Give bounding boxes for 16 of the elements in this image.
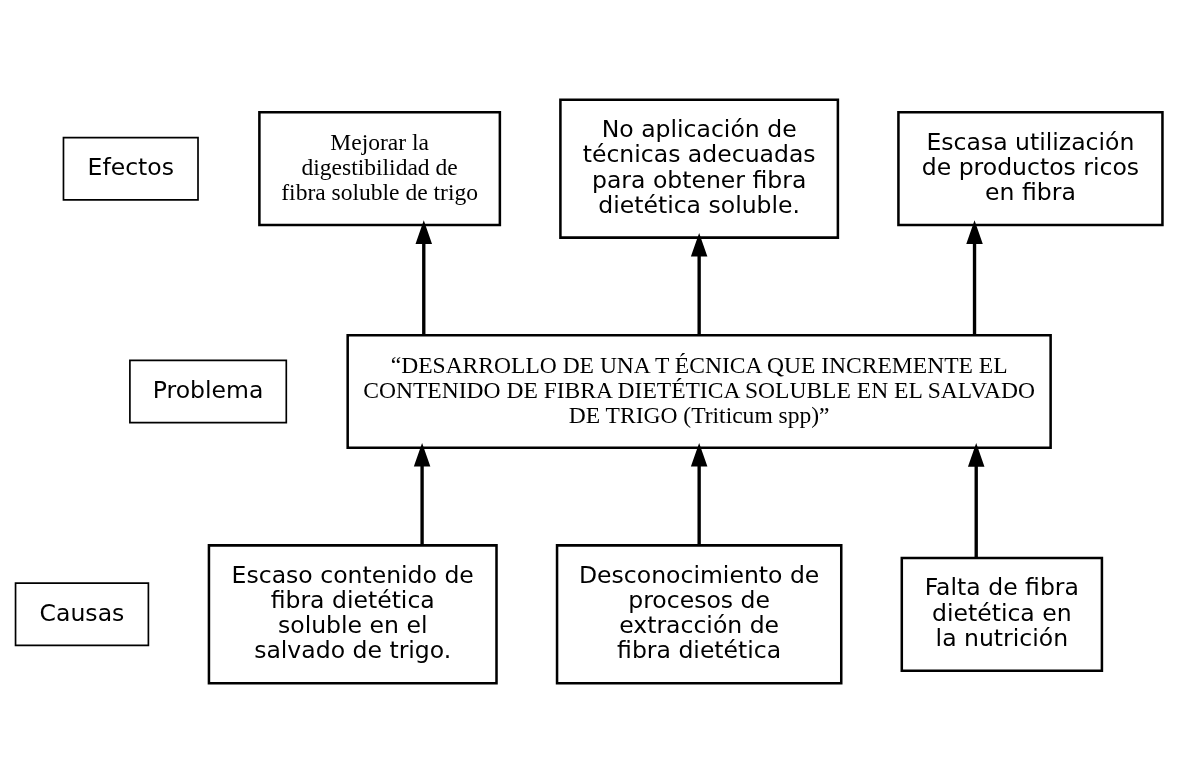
arrow	[690, 233, 708, 335]
node-box: Escaso contenido de fibra dietética soluble en el salvado de trigo.	[207, 544, 498, 685]
node-box: Efectos	[62, 136, 199, 201]
node-box: Escasa utilización de productos ricos en fibra	[897, 111, 1164, 227]
arrow	[415, 220, 433, 335]
node-box: Problema	[129, 359, 288, 424]
arrow	[690, 442, 708, 546]
arrow	[966, 220, 983, 335]
node-box: Falta de fibra dietética en la nutrición	[900, 556, 1104, 672]
arrow	[413, 442, 431, 546]
node-box: Desconocimiento de procesos de extracción de fibra dietética	[555, 544, 843, 685]
node-box: No aplicación de técnicas adecuadas para obtener fibra dietética soluble.	[559, 98, 840, 239]
arrow	[967, 443, 985, 558]
node-box: Mejorar la digestibilidad de fibra soluble de trigo	[258, 111, 502, 227]
node-box: “DESARROLLO DE UNA T ÉCNICA QUE INCREMENTE EL CONTENIDO DE FIBRA DIETÉTICA SOLUBLE EN EL SALVADO DE TRIGO (Triticum spp)”	[346, 333, 1052, 450]
node-box: Causas	[14, 582, 150, 647]
